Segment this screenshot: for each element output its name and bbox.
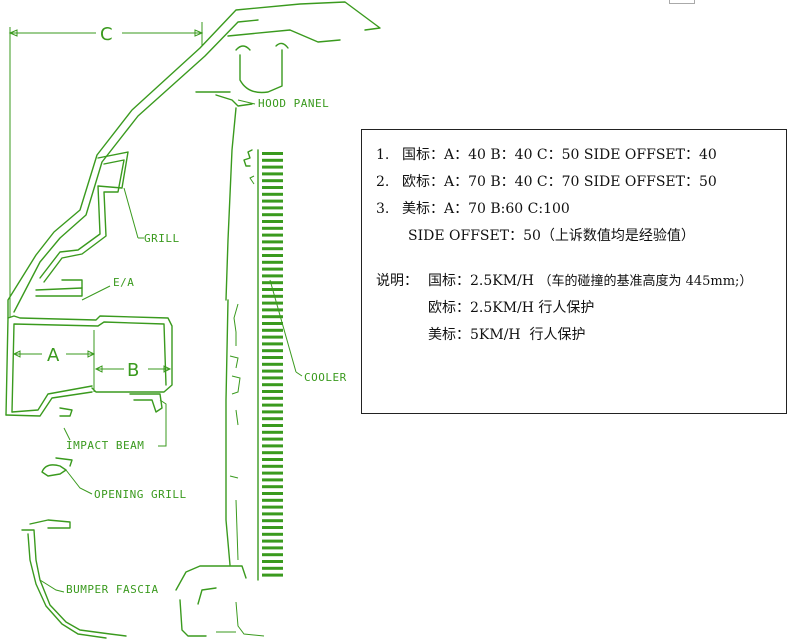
- cooler-fin: [262, 315, 283, 319]
- dim-b-label: B: [127, 360, 139, 381]
- hood-panel: HOOD PANEL: [7, 1, 381, 319]
- cooler-fin: [262, 505, 283, 509]
- cooler-fin: [262, 539, 283, 543]
- cooler-fin: [262, 553, 283, 557]
- notes-panel: 1.国标：A：40 B：40 C：50 SIDE OFFSET：40 2.欧标：…: [361, 129, 787, 414]
- cooler-fin: [262, 573, 283, 577]
- cooler-fin: [262, 260, 283, 264]
- cooler-fin: [262, 424, 283, 427]
- cooler-fin: [262, 301, 283, 305]
- cooler-fin: [262, 464, 283, 468]
- cooler-fin: [262, 349, 283, 353]
- cooler-fin: [262, 403, 283, 407]
- cooler-fin: [262, 437, 283, 441]
- cooler-fin: [262, 485, 283, 489]
- energy-absorber: E/A: [5, 276, 173, 417]
- cooler-fin: [262, 560, 283, 563]
- description-line-1: 说明：国标：2.5KM/H （车的碰撞的基准高度为 445mm;）: [376, 273, 753, 289]
- description-line-3: 美标：5KM/H 行人保护: [428, 327, 586, 343]
- cooler-fin: [262, 417, 283, 421]
- cooler-fin: [262, 213, 283, 217]
- cooler-fin: [262, 192, 283, 196]
- cooler-fin: [262, 247, 283, 251]
- note-item-3-continuation: SIDE OFFSET：50（上诉数值均是经验值）: [408, 228, 695, 244]
- cooler-fin: [262, 267, 283, 271]
- dimension-c: C: [8, 22, 204, 318]
- cooler-fin: [262, 444, 283, 448]
- opening-grill-label: OPENING GRILL: [94, 488, 187, 501]
- dimension-b: B: [94, 360, 172, 381]
- cooler-fin: [262, 274, 283, 278]
- cooler-fin: [262, 390, 283, 393]
- cooler-fin: [262, 471, 283, 475]
- cooler-fin: [262, 369, 283, 373]
- cooler-fin: [262, 430, 283, 434]
- cooler-fin: [262, 478, 283, 482]
- dim-c-label: C: [100, 24, 113, 45]
- cooler-fin: [262, 240, 283, 244]
- cooler-fin: [262, 512, 283, 516]
- cooler-fin: [262, 220, 283, 223]
- cooler-fin: [262, 288, 283, 291]
- cooler-fin: [262, 254, 283, 257]
- impact-beam-label: IMPACT BEAM: [66, 439, 144, 452]
- cooler-fin: [262, 165, 283, 169]
- cooler-fin: [262, 158, 283, 162]
- cooler-fin: [262, 233, 283, 237]
- ea-label: E/A: [113, 276, 134, 289]
- grill-outline: GRILL: [39, 151, 180, 283]
- cooler-fin: [262, 526, 283, 529]
- bumper-fascia-label: BUMPER FASCIA: [66, 583, 159, 596]
- cooler-fin: [262, 294, 283, 298]
- cooler-fin: [262, 362, 283, 366]
- cooler-fin: [262, 519, 283, 523]
- note-item-2: 2.欧标：A：70 B：40 C：70 SIDE OFFSET：50: [376, 174, 717, 190]
- cooler-fin: [262, 458, 283, 461]
- cooler-fin: [262, 532, 283, 536]
- cooler-fin: [262, 322, 283, 325]
- cooler-fin: [262, 199, 283, 203]
- cooler-frame: COOLER: [225, 107, 347, 581]
- cooler-fin: [262, 172, 283, 176]
- cooler-fin: [262, 546, 283, 550]
- cooler-fin: [262, 186, 283, 189]
- impact-beam: IMPACT BEAM: [59, 393, 167, 452]
- cooler-fin: [262, 179, 283, 183]
- cooler-fin: [262, 335, 283, 339]
- cooler-fin: [262, 281, 283, 285]
- cooler-fin: [262, 410, 283, 414]
- bumper-fascia: BUMPER FASCIA: [21, 519, 159, 639]
- cooler-fin: [262, 498, 283, 502]
- cooler-label: COOLER: [304, 371, 347, 384]
- grill-label: GRILL: [144, 232, 180, 245]
- description-line-2: 欧标：2.5KM/H 行人保护: [428, 300, 595, 316]
- cooler-fin: [262, 396, 283, 400]
- cooler-fin: [262, 492, 283, 495]
- cooler-fin: [262, 152, 283, 155]
- cooler-fin: [262, 206, 283, 210]
- corner-mark: [669, 0, 695, 4]
- cooler-fin: [262, 566, 283, 570]
- cooler-fin: [262, 376, 283, 380]
- cooler-fin: [262, 342, 283, 346]
- note-item-1: 1.国标：A：40 B：40 C：50 SIDE OFFSET：40: [376, 147, 717, 163]
- dim-a-label: A: [47, 345, 60, 366]
- opening-grill: OPENING GRILL: [41, 457, 187, 501]
- hood-panel-label: HOOD PANEL: [258, 97, 329, 110]
- dimension-a: A: [12, 330, 96, 392]
- cooler-fin: [262, 226, 283, 230]
- cooler-fin: [262, 328, 283, 332]
- cooler-fin: [262, 356, 283, 359]
- cooler-fin: [262, 383, 283, 387]
- cooler-fin: [262, 451, 283, 455]
- cooler-fin: [262, 308, 283, 312]
- cooler-fins: [262, 152, 283, 577]
- note-item-3: 3.美标：A：70 B:60 C:100: [376, 201, 570, 217]
- lower-bumper-support: [175, 565, 265, 637]
